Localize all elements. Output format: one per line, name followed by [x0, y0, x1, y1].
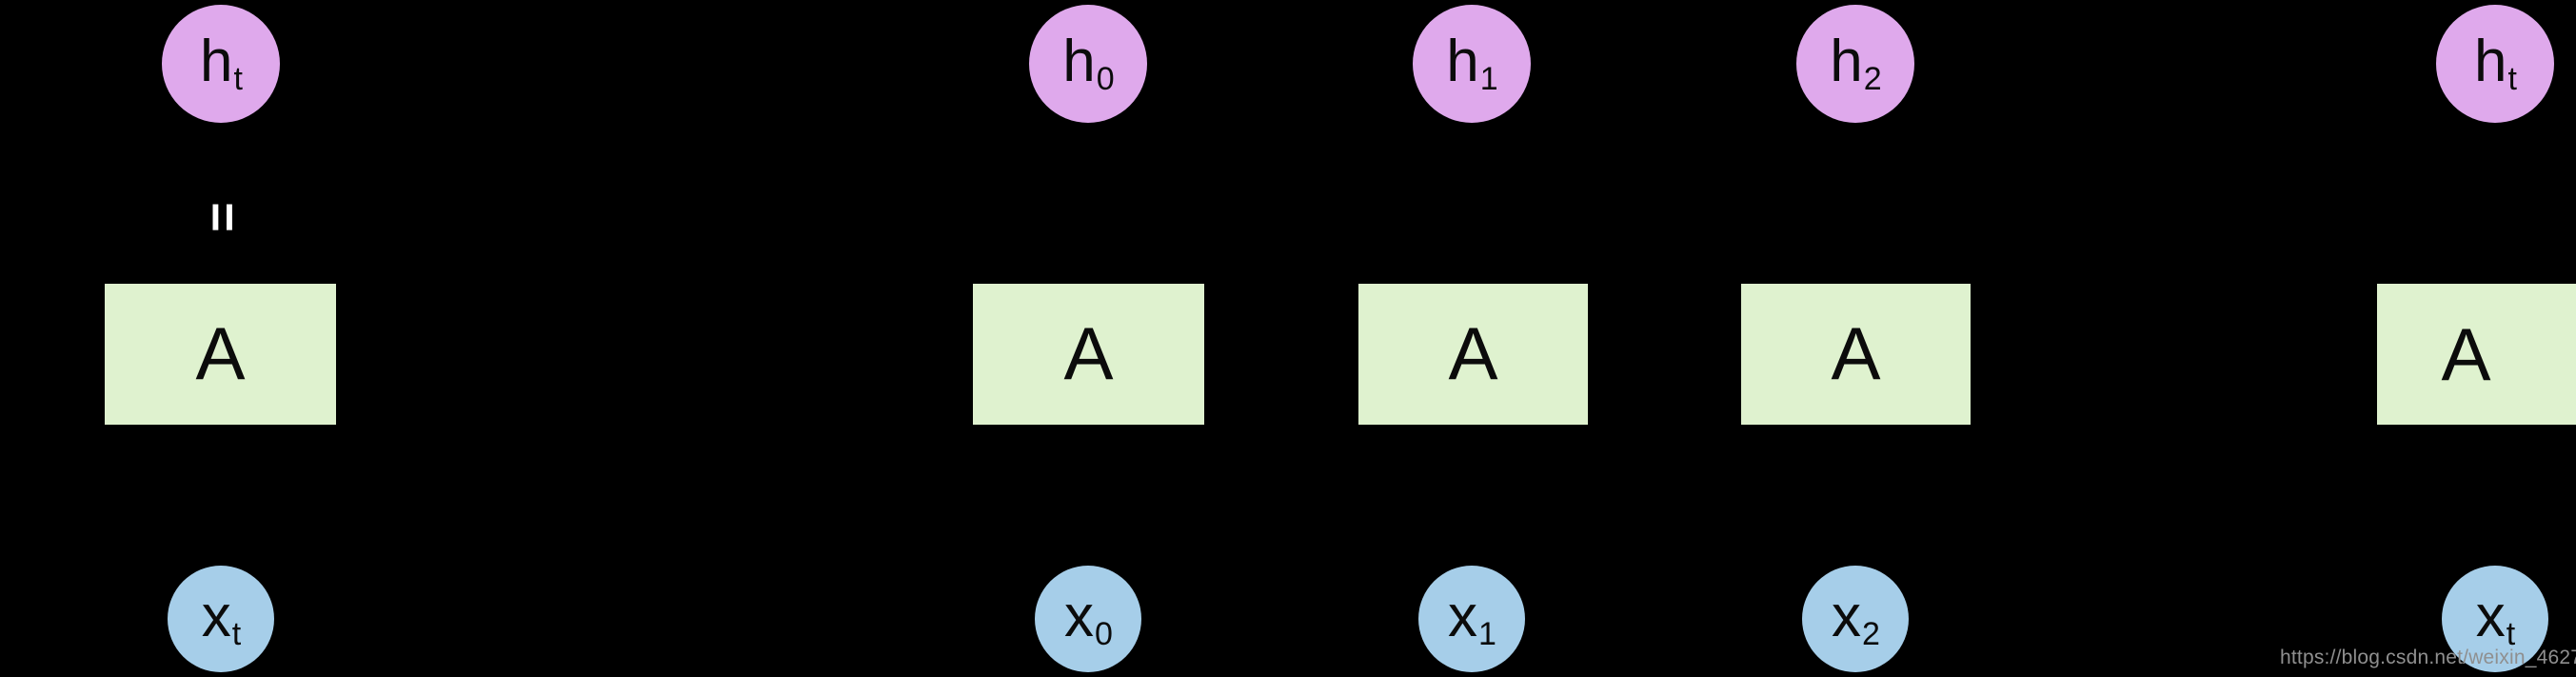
input-label-0: x0 [1064, 584, 1113, 652]
equals-sign: = [194, 202, 251, 232]
hidden-state-node-2: h2 [1796, 5, 1914, 123]
rnn-cell-label-t: A [2441, 312, 2491, 396]
hidden-state-label-1: h1 [1446, 29, 1498, 97]
hidden-state-label-t: ht [2474, 29, 2517, 97]
hidden-state-label-folded: ht [200, 29, 243, 97]
hidden-state-node-1: h1 [1413, 5, 1531, 123]
hidden-state-node-t: ht [2436, 5, 2554, 123]
input-node-folded: xt [168, 566, 274, 672]
rnn-cell-1: A [1358, 284, 1588, 425]
input-node-2: x2 [1802, 566, 1909, 672]
rnn-cell-label-2: A [1831, 311, 1881, 395]
hidden-state-node-folded: ht [162, 5, 280, 123]
input-node-t: xt [2442, 566, 2548, 672]
hidden-state-label-2: h2 [1830, 29, 1882, 97]
hidden-state-node-0: h0 [1029, 5, 1147, 123]
rnn-cell-label-folded: A [195, 311, 246, 395]
rnn-cell-folded: A [105, 284, 336, 425]
hidden-state-label-0: h0 [1062, 29, 1115, 97]
watermark-text: https://blog.csdn.net/weixin_46274168 [2280, 647, 2576, 668]
rnn-cell-label-1: A [1448, 311, 1498, 395]
input-label-2: x2 [1832, 584, 1880, 652]
input-label-folded: xt [201, 584, 242, 652]
input-label-1: x1 [1448, 584, 1496, 652]
rnn-cell-t: A [2377, 284, 2576, 425]
input-node-0: x0 [1035, 566, 1141, 672]
input-node-1: x1 [1418, 566, 1525, 672]
rnn-cell-2: A [1741, 284, 1971, 425]
rnn-cell-0: A [973, 284, 1204, 425]
rnn-cell-label-0: A [1063, 311, 1114, 395]
input-label-t: xt [2475, 584, 2516, 652]
